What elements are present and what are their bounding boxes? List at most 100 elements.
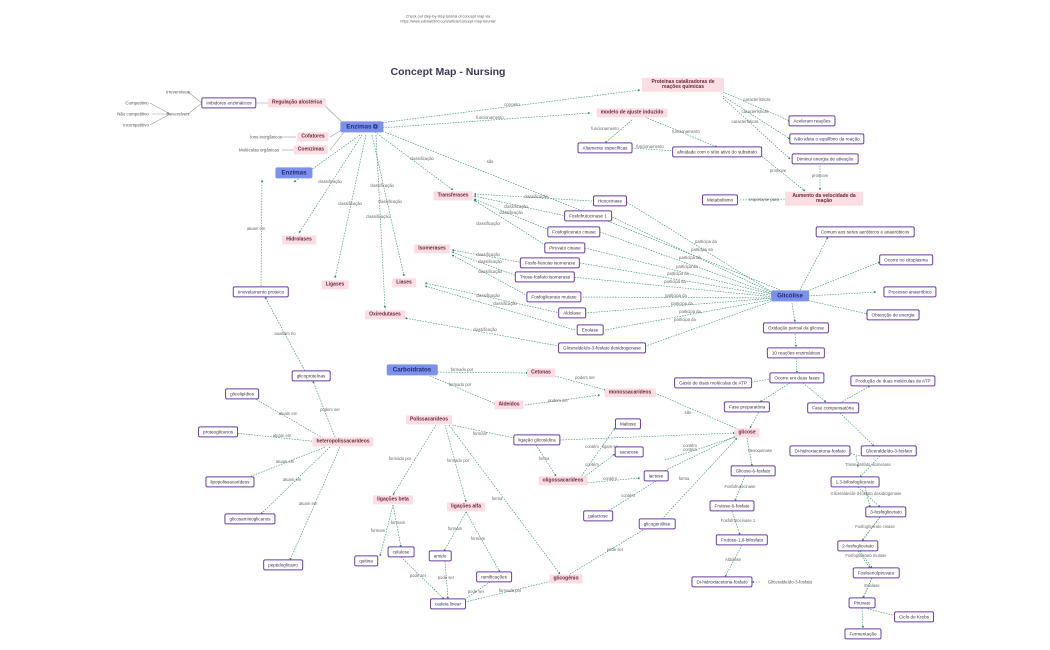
node-glicose[interactable]: glicose (734, 428, 760, 438)
node-obtencao[interactable]: Obtenção de energia (866, 309, 920, 321)
node-monossacarideos[interactable]: monossacarídeos (604, 388, 656, 398)
node-quitina[interactable]: quitina (354, 555, 378, 567)
node-lactose[interactable]: lactose (643, 470, 669, 482)
node-bpg13[interactable]: 1,3-bifosfoglicerato (830, 476, 880, 488)
node-dihidroxi-b[interactable]: Di-hidroxiacetona-fosfato (691, 576, 753, 588)
node-proteoglicanos[interactable]: proteoglicanos (198, 426, 238, 438)
node-nao-afeta[interactable]: Não afeta o equilíbrio da reação (789, 133, 865, 145)
edge-line (371, 134, 405, 277)
link-icon[interactable]: ⧉ (373, 123, 378, 131)
node-ligacoes-alfa[interactable]: ligações alfa (446, 502, 486, 512)
node-ocorre-citoplasma[interactable]: Ocorre no citoplasma (879, 254, 933, 266)
node-fosfoglicerato-mutase[interactable]: Fosfoglicerato mutase (526, 291, 582, 303)
edge-label: Fosfofrutocinase 1 (721, 518, 756, 523)
node-fase-compensatoria[interactable]: Fase compensatória (807, 402, 859, 414)
node-aldeidos[interactable]: Aldeídos (494, 400, 524, 410)
node-ligacao-glicosidica[interactable]: ligação glicosídica (513, 434, 561, 446)
node-aceleram[interactable]: Aceleram reações (788, 115, 836, 127)
node-cofatores[interactable]: Cofatores (297, 132, 329, 142)
node-dihidroxi-a[interactable]: Di-hidroxiacetona-fosfato (789, 445, 851, 457)
node-fosfo-hexose[interactable]: Fosfo-hexose isomerase (519, 257, 581, 269)
node-oxiredutases[interactable]: Oxiredutases (365, 310, 405, 320)
node-cadeia-linear[interactable]: cadeia linear (429, 598, 467, 610)
node-isomerases[interactable]: Isomerases (414, 244, 450, 254)
node-fase-preparatoria[interactable]: Fase preparatória (723, 401, 771, 413)
edge-line (379, 504, 394, 557)
node-coenzimas[interactable]: Coenzimas (293, 145, 329, 155)
node-metabolismo[interactable]: Metabolismo (701, 194, 739, 206)
node-celulose[interactable]: celulose (387, 546, 415, 558)
node-gliceraldeido-desid[interactable]: Gliceraldeído-3-fosfato desidrogenase (558, 342, 646, 354)
node-altamente[interactable]: Altamente específicas (577, 142, 633, 154)
node-maltose[interactable]: Maltose (614, 418, 642, 430)
node-glicogenolise[interactable]: glicogenólise (638, 518, 676, 530)
node-enzimas-main[interactable]: Enzimas ⧉ (340, 121, 384, 133)
node-oxidacao[interactable]: Oxidação parcial da glicose (762, 322, 830, 334)
node-glicolipidios[interactable]: glicolipídios (225, 388, 259, 400)
node-comum[interactable]: Comum aos seres aeróbicos e anaeróbicos (815, 226, 915, 238)
node-afinidade[interactable]: afinidade com o sítio ativo do substrato (672, 146, 762, 158)
edge-line (443, 511, 467, 552)
edge-label: contém (621, 493, 635, 498)
node-transferases[interactable]: Transferases (433, 191, 473, 201)
edge-label: Enolase (864, 583, 880, 588)
node-fermentacao[interactable]: Fermentação (844, 628, 882, 640)
node-aumento[interactable]: Aumento da velocidade da reação (785, 191, 863, 207)
node-gasto-atp[interactable]: Gasto de duas moléculas de ATP (674, 377, 752, 389)
node-producao-atp[interactable]: Produção de duas moléculas de ATP (850, 375, 936, 387)
node-glicosaminoglicanos[interactable]: glicosaminoglicanos (224, 513, 276, 525)
node-dez-reacoes[interactable]: 10 reações enzimáticas (766, 347, 826, 359)
node-processo-anaerobio[interactable]: Processo anaeróbico (883, 286, 937, 298)
node-duas-fases[interactable]: Ocorre em duas fases (769, 372, 825, 384)
edge-line (329, 130, 346, 151)
node-pep[interactable]: Fosfoenolpiruvato (852, 567, 900, 579)
node-glicolise[interactable]: Glicólise (771, 290, 809, 302)
node-hexocinase[interactable]: Hexocinase (592, 195, 628, 207)
node-peptidoglicano[interactable]: peptidoglicano (263, 559, 303, 571)
node-cetonas[interactable]: Cetonas (527, 368, 555, 378)
node-pfk[interactable]: Fosfofrutocinase 1 (564, 210, 612, 222)
node-g6p[interactable]: Glicose-6-fosfato (730, 465, 776, 477)
node-gliceraldeido3f-a[interactable]: Gliceraldeído-3-fosfato (860, 445, 918, 457)
node-amido[interactable]: amido (428, 550, 452, 562)
edge-label: classificação (478, 259, 502, 264)
node-enolase[interactable]: Enolase (576, 324, 604, 336)
node-inibidores[interactable]: Inibidores enzimáticos (201, 97, 257, 109)
node-enzimas-sub[interactable]: Enzimas (275, 167, 313, 179)
node-diminui[interactable]: Diminui energia de ativação (791, 153, 859, 165)
node-lipopolissacarideos[interactable]: lipopolissacarídeos (205, 476, 255, 488)
edge-line (839, 412, 875, 447)
node-carboidratos[interactable]: Carboidratos (386, 364, 438, 376)
node-ligases[interactable]: Ligases (321, 280, 349, 290)
node-galactose[interactable]: galactose (583, 510, 613, 522)
node-triose-iso[interactable]: Triose-fosfato isomerase (514, 271, 576, 283)
node-liases[interactable]: Liases (392, 278, 416, 288)
node-modelo[interactable]: modelo de ajuste induzido (596, 108, 668, 118)
node-ciclo-krebs[interactable]: Ciclo de Krebs (894, 611, 934, 623)
node-heteropolissacarideos[interactable]: heteropolissacarídeos (312, 437, 374, 447)
node-glicoproteinas[interactable]: glicoproteínas (291, 370, 331, 382)
node-f16bp[interactable]: Frutose-1,6-bifosfato (715, 534, 769, 546)
node-polissacarideos[interactable]: Polissacarídeos (405, 415, 453, 425)
node-pg3[interactable]: 3-fosfoglicerato (865, 506, 907, 518)
node-pg2[interactable]: 2-fosfoglicerato (837, 540, 879, 552)
node-piruvato[interactable]: Piruvato (848, 597, 876, 609)
edge-label: participa da (679, 309, 701, 314)
node-f6p[interactable]: Frutose-6-fosfato (709, 500, 755, 512)
node-enovelamento[interactable]: enovelamento proteico (232, 286, 290, 298)
node-fosfoglicerato-cinase[interactable]: Fosfoglicerato cinase (547, 226, 601, 238)
edge-line (859, 455, 881, 478)
node-proteinas[interactable]: Proteínas catalizadoras de reações quími… (642, 77, 724, 93)
node-hidrolases[interactable]: Hidrolases (282, 235, 316, 245)
node-sacarose[interactable]: sacarose (614, 446, 644, 458)
edge-label: classificação (318, 179, 342, 184)
node-ligacoes-beta[interactable]: ligações beta (373, 495, 413, 505)
node-ramificacoes[interactable]: ramificações (476, 571, 512, 583)
node-glicogenio[interactable]: glicogênio (549, 574, 583, 584)
edge-line (473, 195, 567, 217)
node-aldolase[interactable]: Aldolase (558, 307, 586, 319)
node-piruvato-cinase[interactable]: Piruvato cinase (544, 242, 586, 254)
node-regulacao-alosterica[interactable]: Regulação alostérica (267, 98, 327, 108)
edge-label: Fosfoglicerato mutase (845, 553, 887, 558)
node-oligossacarideos[interactable]: oligossacarídeos (538, 476, 588, 486)
